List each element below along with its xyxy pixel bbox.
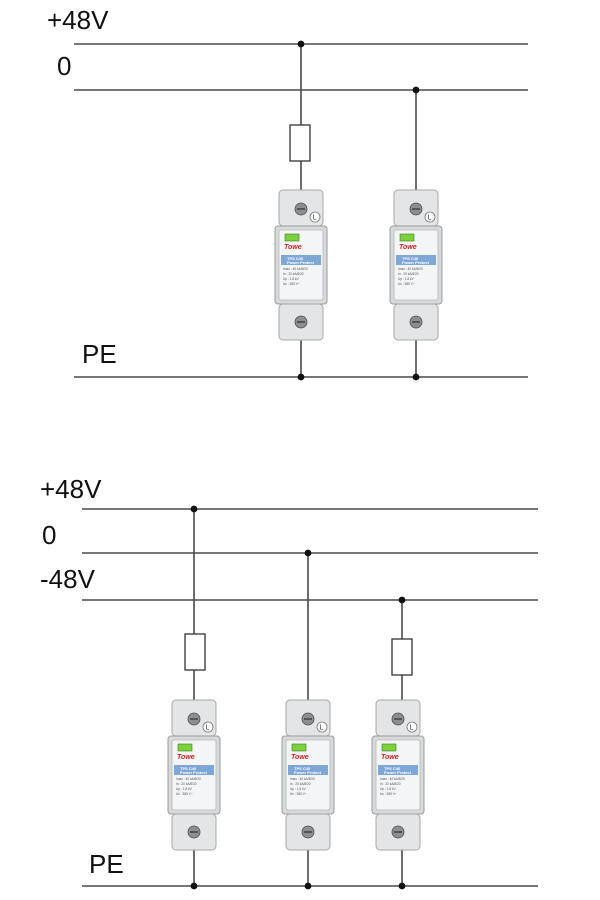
label-negative-48v: -48V: [40, 564, 96, 594]
junction-dot: [297, 373, 305, 381]
band-subtitle: Power Protect: [180, 770, 208, 775]
terminal-mark: L: [206, 725, 210, 732]
spd-device-2: L Towe TPS C40 Power Protect Imax : 40 k…: [281, 549, 335, 890]
spec-line: In : 20 kA/8/20: [176, 782, 197, 786]
surge-protector-module: L Towe TPS C40 Power Protect Imax : 40 k…: [274, 189, 328, 341]
terminal-mark: L: [320, 725, 324, 732]
surge-protector-module: L Towe TPS C40 Power Protect Imax : 40 k…: [281, 699, 335, 851]
spec-line: Up : 1.8 kV: [380, 787, 397, 791]
label-positive-48v: +48V: [47, 5, 109, 35]
spec-line: Up : 1.8 kV: [176, 787, 193, 791]
junction-dot: [398, 596, 406, 604]
model-label: TPS C40: [294, 766, 311, 771]
brand-logo: Towe: [284, 244, 302, 251]
fuse-symbol: [184, 633, 206, 671]
spec-line: Uc : 385 V~: [398, 282, 415, 286]
model-label: TPS C40: [384, 766, 401, 771]
band-subtitle: Power Protect: [294, 770, 322, 775]
terminal-mark: L: [410, 725, 414, 732]
spec-line: Uc : 385 V~: [176, 792, 193, 796]
junction-dot: [398, 882, 406, 890]
model-label: TPS C40: [180, 766, 197, 771]
band-subtitle: Power Protect: [287, 260, 315, 265]
surge-protector-module: L Towe TPS C40 Power Protect Imax : 40 k…: [389, 189, 443, 341]
spec-line: Uc : 385 V~: [380, 792, 397, 796]
junction-dot: [190, 882, 198, 890]
junction-dot: [412, 373, 420, 381]
spec-line: Imax : 40 kA/8/20: [290, 777, 315, 781]
spec-line: Uc : 385 V~: [290, 792, 307, 796]
label-pe: PE: [89, 849, 124, 879]
spec-line: In : 20 kA/8/20: [290, 782, 311, 786]
spd-device-2: L Towe TPS C40 Power Protect Imax : 40 k…: [389, 86, 443, 381]
brand-logo: Towe: [399, 244, 417, 251]
spec-line: Up : 1.8 kV: [290, 787, 307, 791]
junction-dot: [190, 505, 198, 513]
spec-line: In : 20 kA/8/20: [398, 272, 419, 276]
junction-dot: [412, 86, 420, 94]
spec-line: Uc : 385 V~: [283, 282, 300, 286]
terminal-mark: L: [313, 215, 317, 222]
fuse-symbol: [391, 638, 413, 676]
surge-protector-module: L Towe TPS C40 Power Protect Imax : 40 k…: [167, 699, 221, 851]
diagram-1: +48V 0 PE L Towe TPS C40 Power Protect I…: [47, 5, 528, 381]
junction-dot: [304, 882, 312, 890]
model-label: TPS C40: [402, 256, 419, 261]
label-positive-48v: +48V: [40, 474, 102, 504]
spec-line: In : 20 kA/8/20: [380, 782, 401, 786]
diagram-2: +48V 0 -48V PE L Towe TPS C40 Power Prot…: [40, 474, 538, 890]
surge-protector-module: L Towe TPS C40 Power Protect Imax : 40 k…: [371, 699, 425, 851]
spec-line: Imax : 40 kA/8/20: [398, 267, 423, 271]
spec-line: Imax : 40 kA/8/20: [380, 777, 405, 781]
label-zero: 0: [57, 51, 71, 81]
fuse-symbol: [289, 124, 311, 162]
junction-dot: [297, 40, 305, 48]
brand-logo: Towe: [291, 754, 309, 761]
label-pe: PE: [82, 339, 117, 369]
brand-logo: Towe: [381, 754, 399, 761]
band-subtitle: Power Protect: [384, 770, 412, 775]
spec-line: Up : 1.8 kV: [398, 277, 415, 281]
band-subtitle: Power Protect: [402, 260, 430, 265]
spd-device-3: L Towe TPS C40 Power Protect Imax : 40 k…: [371, 596, 425, 890]
terminal-mark: L: [428, 215, 432, 222]
model-label: TPS C40: [287, 256, 304, 261]
spec-line: Imax : 40 kA/8/20: [283, 267, 308, 271]
spd-device-1: L Towe TPS C40 Power Protect Imax : 40 k…: [167, 505, 221, 890]
spec-line: Up : 1.8 kV: [283, 277, 300, 281]
label-zero: 0: [42, 520, 56, 550]
junction-dot: [304, 549, 312, 557]
brand-logo: Towe: [177, 754, 195, 761]
spec-line: Imax : 40 kA/8/20: [176, 777, 201, 781]
spd-device-1: L Towe TPS C40 Power Protect Imax : 40 k…: [274, 40, 328, 381]
spec-line: In : 20 kA/8/20: [283, 272, 304, 276]
